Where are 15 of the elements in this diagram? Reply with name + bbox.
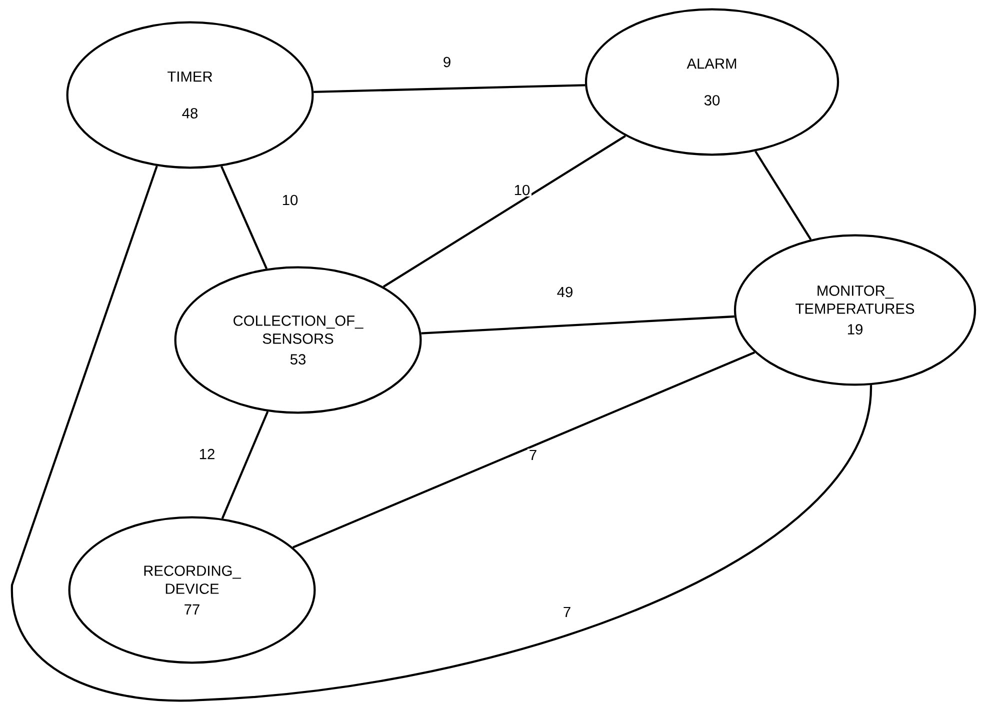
connector-line xyxy=(421,315,734,334)
connector-line xyxy=(220,166,268,270)
connector-line xyxy=(754,150,812,240)
connector-line xyxy=(10,166,872,702)
connector-line xyxy=(292,351,756,548)
edge-label: 9 xyxy=(442,55,452,69)
connector-line xyxy=(382,135,626,288)
edge-label: 49 xyxy=(556,285,574,299)
connector-line xyxy=(221,411,269,519)
edge-label: 10 xyxy=(280,193,300,207)
edge-label: 12 xyxy=(198,448,216,460)
edge-label: 7 xyxy=(528,448,538,462)
edge-label: 10 xyxy=(512,183,532,197)
edge-label: 7 xyxy=(562,606,572,618)
connector-line xyxy=(314,84,586,93)
